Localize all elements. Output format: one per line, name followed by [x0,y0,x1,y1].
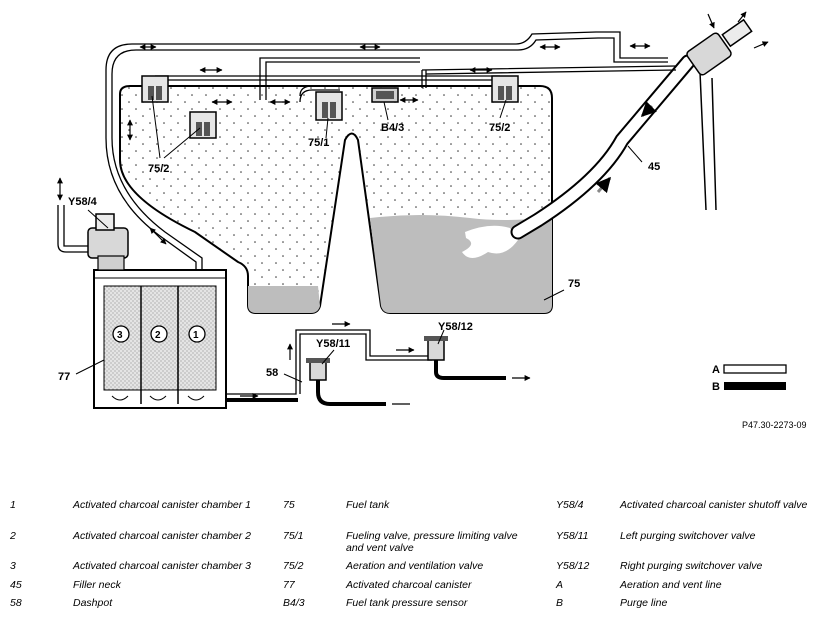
vent-lines [105,31,677,286]
leader-lines [75,95,643,383]
line-legend-b-label: B [712,381,720,393]
legend-code: Y58/12 [556,560,590,572]
legend-code: A [556,579,564,591]
legend-text: Activated charcoal canister shutoff valv… [620,499,808,511]
filler-neck [510,18,753,240]
legend-code: 58 [10,597,22,609]
legend-text: Activated charcoal canister [346,579,472,591]
label-y58-12: Y58/12 [438,321,473,333]
label-75: 75 [568,278,580,290]
charcoal-canister [93,269,227,409]
legend-text: Aeration and ventilation valve [346,560,484,572]
legend-code: Y58/11 [556,530,589,542]
pressure-sensor [371,87,399,103]
label-75-2-left: 75/2 [148,163,169,175]
legend-text: Aeration and vent line [620,579,722,591]
legend-code: 1 [10,499,16,511]
legend-text: Left purging switchover valve [620,530,756,542]
legend-text: Fuel tank pressure sensor [346,597,468,609]
fuel-tank [119,85,553,314]
label-chamber-2: 2 [155,330,161,341]
line-legend: A B [712,364,787,393]
chamber-2-marker [150,325,168,343]
legend-code: 45 [10,579,22,591]
legend-text: Dashpot [73,597,113,609]
legend-text: Fueling valve, pressure limiting valve a… [346,530,518,554]
label-58: 58 [266,367,278,379]
legend-code: 75/2 [283,560,304,572]
legend-text: Activated charcoal canister chamber 2 [73,530,252,542]
reference-code: P47.30-2273-09 [742,420,807,430]
label-y58-4: Y58/4 [68,196,98,208]
purge-lines [226,321,530,406]
chamber-3-marker [112,325,130,343]
chamber-1-marker [188,325,206,343]
aeration-valve-right [491,75,519,103]
label-y58-11: Y58/11 [316,338,350,350]
line-legend-a-label: A [712,364,720,376]
vent-arrows [97,11,769,321]
legend-code: 75/1 [283,530,304,542]
legend-code: B4/3 [283,597,305,609]
shutoff-valve [57,177,129,271]
legend-code: Y58/4 [556,499,584,511]
aeration-valve-left-bottom [189,111,217,139]
legend-text: Activated charcoal canister chamber 1 [73,499,252,511]
legend-text: Filler neck [73,579,121,591]
aeration-valve-left-top [141,75,169,103]
label-b4-3: B4/3 [381,122,404,134]
label-chamber-3: 3 [117,330,123,341]
legend-code: 2 [10,530,16,542]
legend-code: 3 [10,560,16,572]
fueling-valve [315,91,343,121]
legend-text: Right purging switchover valve [620,560,763,572]
label-75-1: 75/1 [308,137,329,149]
fuel-level [248,286,320,313]
legend-code: 75 [283,499,295,511]
line-legend-a-swatch [723,364,787,374]
legend-code: B [556,597,564,609]
label-45: 45 [648,161,660,173]
line-legend-b-swatch [724,382,786,390]
legend-text: Purge line [620,597,668,609]
label-chamber-1: 1 [193,330,199,341]
filler-cap [686,18,753,76]
label-75-2-right: 75/2 [489,122,510,134]
label-77: 77 [58,371,70,383]
legend-text: Activated charcoal canister chamber 3 [73,560,252,572]
fuel-system-diagram: 75/2 75/1 B4/3 75/2 45 75 Y58/4 77 58 Y5… [57,11,807,430]
legend-text: Fuel tank [346,499,390,511]
legend-code: 77 [283,579,295,591]
left-purging-switchover-valve [306,358,330,381]
fuel-splash [462,225,518,258]
right-purging-switchover-valve [424,336,448,361]
